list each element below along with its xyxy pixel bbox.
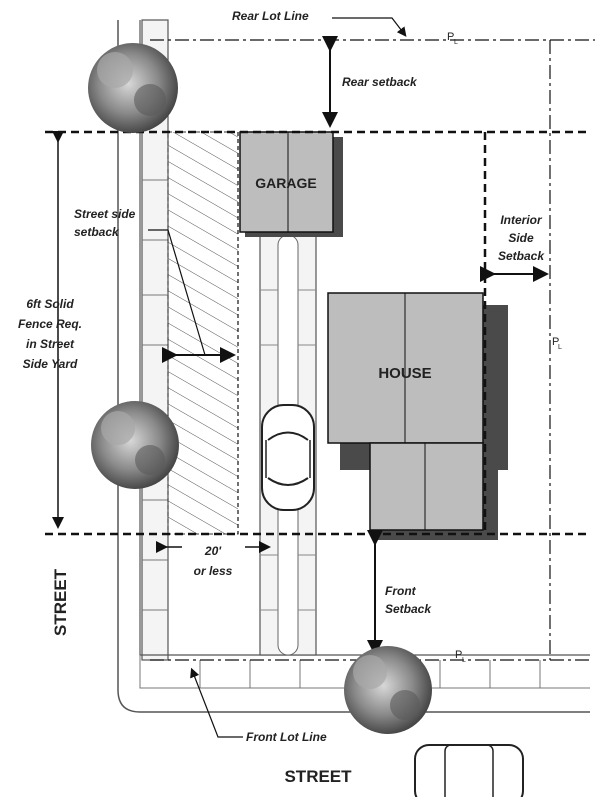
parked-car-partial (414, 744, 524, 797)
front-sidewalk (199, 660, 541, 688)
front-setback-label: Front Setback (385, 584, 432, 616)
svg-text:P: P (447, 31, 454, 43)
pl-marker-right: P L (552, 336, 562, 351)
svg-text:L: L (558, 344, 562, 351)
svg-text:P: P (552, 336, 559, 348)
garage-label: GARAGE (255, 175, 316, 191)
house-building (327, 292, 508, 540)
front-lot-line-label: Front Lot Line (246, 730, 327, 744)
svg-text:setback: setback (74, 225, 120, 239)
garage-building (239, 131, 343, 237)
car (261, 404, 315, 511)
svg-text:Street side: Street side (74, 207, 136, 221)
street-side-setback-area (167, 131, 239, 535)
svg-text:Setback: Setback (385, 602, 432, 616)
fence-requirement-label: 6ft Solid Fence Req. in Street Side Yard (18, 297, 82, 371)
rear-lot-line-leader (332, 17, 407, 37)
street-label-left: STREET (51, 568, 70, 636)
twenty-ft-label: 20' or less (194, 544, 233, 578)
svg-text:P: P (455, 649, 462, 661)
street-side-setback-arrow (148, 229, 236, 363)
svg-text:20': 20' (204, 544, 222, 558)
svg-text:L: L (462, 657, 466, 664)
svg-text:Setback: Setback (498, 249, 545, 263)
house-label: HOUSE (378, 365, 431, 382)
pl-marker-bottom: P L (455, 649, 466, 664)
rear-lot-line-label: Rear Lot Line (232, 9, 309, 23)
svg-text:Interior: Interior (500, 213, 543, 227)
tree-bottom (344, 646, 432, 734)
svg-text:6ft Solid: 6ft Solid (26, 297, 74, 311)
street-label-bottom: STREET (284, 767, 352, 786)
tree-top-left (88, 43, 178, 133)
svg-text:Side Yard: Side Yard (23, 357, 78, 371)
svg-text:L: L (454, 39, 458, 46)
svg-text:Fence Req.: Fence Req. (18, 317, 82, 331)
svg-text:in Street: in Street (26, 337, 75, 351)
pl-marker-top: P L (447, 31, 458, 46)
rear-setback-label: Rear setback (342, 75, 418, 89)
svg-text:or less: or less (194, 564, 233, 578)
tree-middle-left (91, 401, 179, 489)
interior-side-setback-label: Interior Side Setback (498, 213, 545, 263)
svg-text:Front: Front (385, 584, 417, 598)
svg-text:Side: Side (508, 231, 534, 245)
front-lot-line-leader (190, 667, 243, 738)
street-side-setback-label: Street side setback (74, 207, 136, 239)
